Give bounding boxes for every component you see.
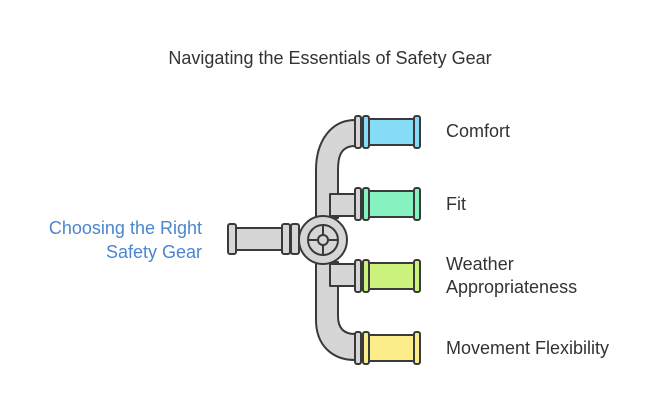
outlet-flange-comfort <box>354 115 362 149</box>
outlet-flange-fit <box>413 187 421 221</box>
outlet-flange-fit <box>354 187 362 221</box>
source-label-line2: Safety Gear <box>105 242 202 262</box>
outlet-flange-movement <box>413 331 421 365</box>
outlet-flange-weather <box>362 259 370 293</box>
outlet-flange-movement <box>354 331 362 365</box>
inlet-flange-left <box>227 223 237 255</box>
output-label-movement: Movement Flexibility <box>446 338 610 358</box>
outlet-flange-movement <box>362 331 370 365</box>
inlet-flange-right <box>281 223 291 255</box>
diagram-title: Navigating the Essentials of Safety Gear <box>168 48 492 68</box>
outlet-flange-comfort <box>362 115 370 149</box>
output-label-weather: Weather Appropriateness <box>446 254 578 297</box>
outlet-flange-comfort <box>413 115 421 149</box>
output-label-comfort: Comfort <box>446 121 511 141</box>
branch-pipe-weather <box>329 263 357 287</box>
outlet-flange-fit <box>362 187 370 221</box>
branch-pipe-fit <box>329 193 357 217</box>
source-label-line1: Choosing the Right <box>48 218 202 238</box>
outlet-flange-weather <box>413 259 421 293</box>
output-label-fit: Fit <box>446 194 466 214</box>
outlet-flange-weather <box>354 259 362 293</box>
source-label: Choosing the Right Safety Gear <box>49 216 202 264</box>
inlet-flange-right-2 <box>290 223 300 255</box>
